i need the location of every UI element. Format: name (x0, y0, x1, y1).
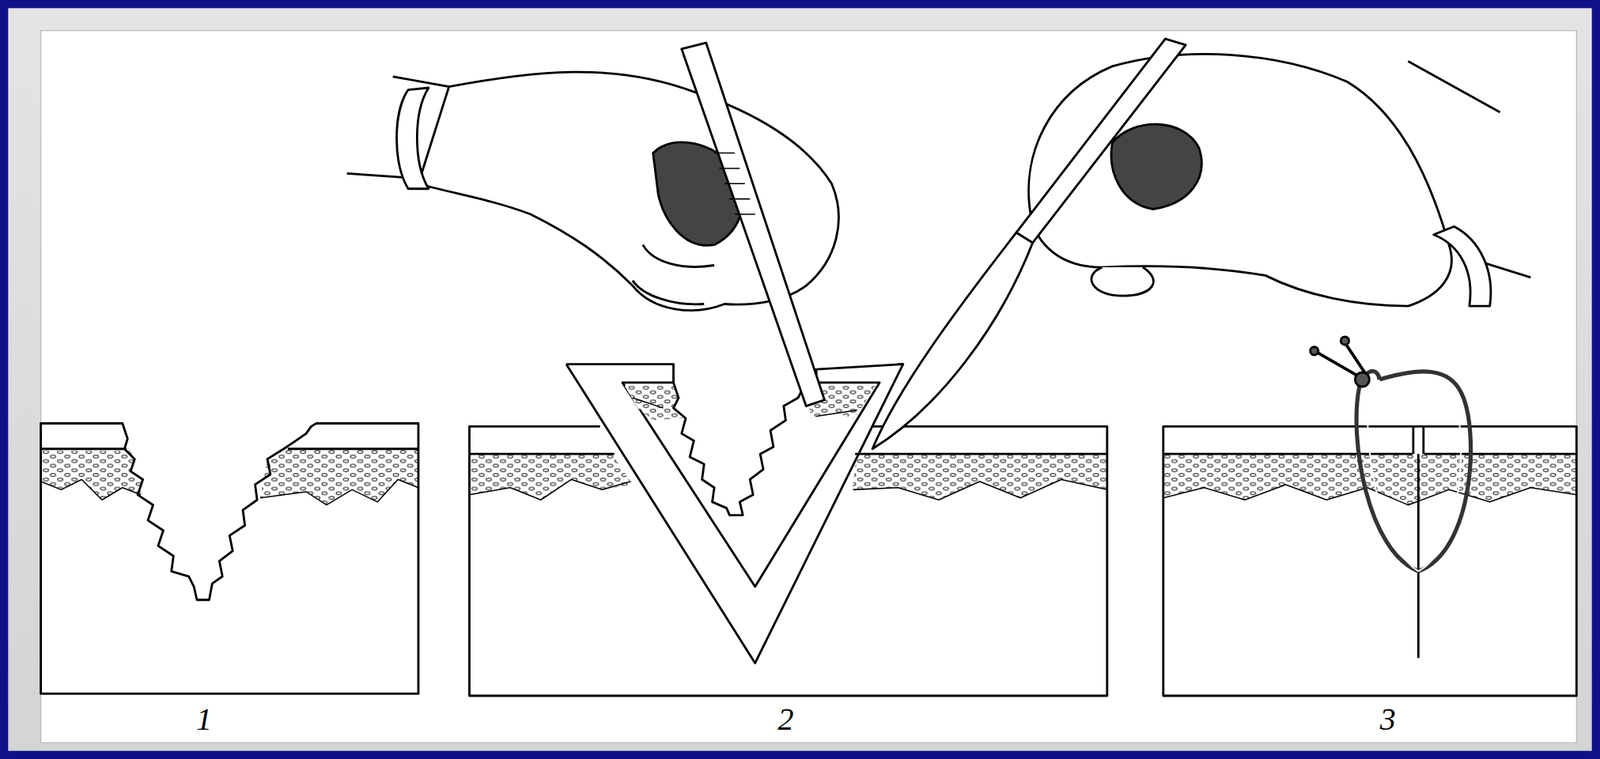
white-panel (41, 30, 1578, 744)
panel-one (41, 423, 419, 694)
panel-two (469, 364, 1107, 696)
panel-number: 3 (1356, 703, 1420, 736)
panel-number: 1 (172, 703, 236, 736)
panel-number: 2 (753, 703, 818, 736)
panel-three (1163, 336, 1578, 696)
left-hand-with-forceps (347, 42, 840, 406)
right-hand-with-scalpel (872, 38, 1531, 450)
frame-background (7, 7, 1592, 751)
